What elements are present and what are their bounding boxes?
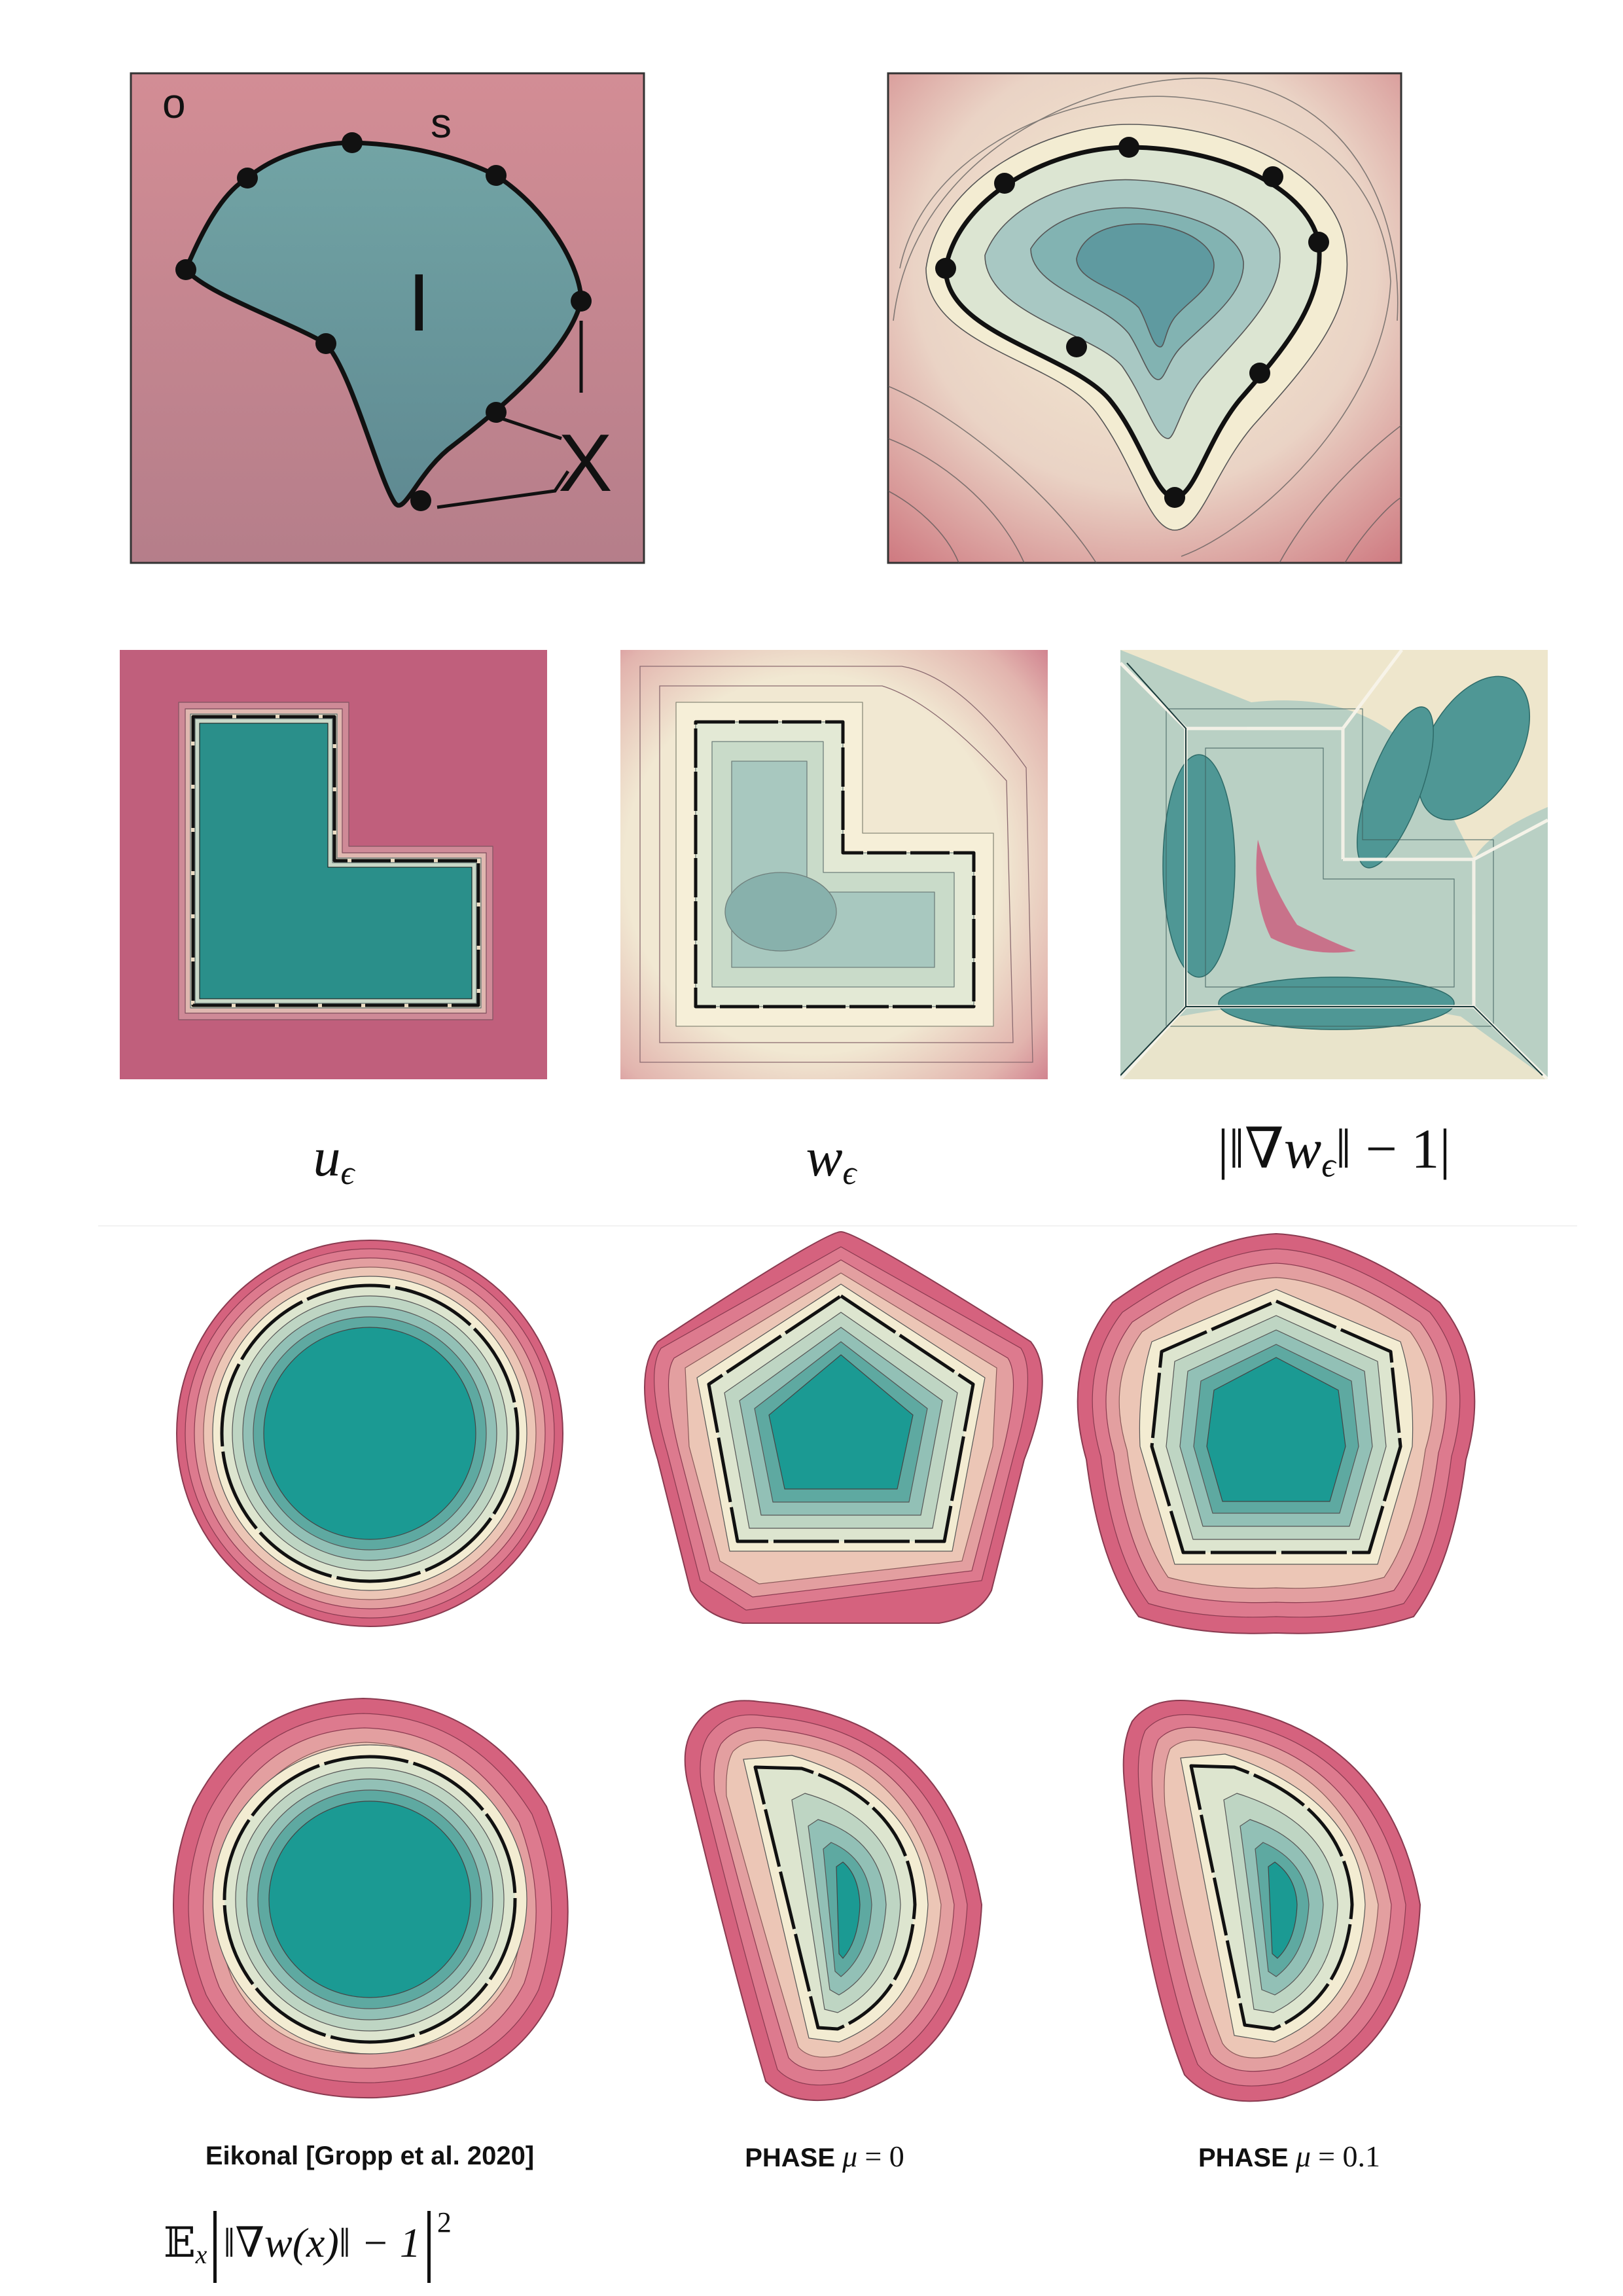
panel-eikonal-blob bbox=[167, 1689, 573, 2108]
expectation-symbol: 𝔼 bbox=[164, 2219, 196, 2266]
u-zero-level-set bbox=[191, 715, 480, 1007]
formula-body: ‖∇w(x)‖ − 1 bbox=[223, 2219, 421, 2266]
caption-phase-mu-01: PHASE μ = 0.1 bbox=[1198, 2140, 1381, 2173]
label-w-epsilon: wϵ bbox=[806, 1127, 857, 1193]
phase0-halfdisk-figure bbox=[684, 1700, 983, 2102]
gradient-teal-1 bbox=[1162, 754, 1236, 978]
outer-contours bbox=[887, 77, 1402, 564]
gradient-pink-spot bbox=[1256, 840, 1356, 953]
phase0-pentagon-figure bbox=[644, 1230, 1043, 1624]
gradient-cream-region bbox=[1120, 650, 1548, 859]
panel-w-epsilon bbox=[620, 650, 1048, 1079]
caption-phase-mu-0: PHASE μ = 0 bbox=[745, 2140, 904, 2173]
w-level-2 bbox=[659, 685, 1014, 1043]
phase01-pentagon-figure bbox=[1077, 1232, 1476, 1634]
labeled-shape-figure: o s I X bbox=[130, 72, 645, 564]
gradient-dark-edges bbox=[1120, 662, 1543, 1076]
formula-power: 2 bbox=[437, 2206, 452, 2238]
panel-phase01-pentagon bbox=[1073, 1224, 1479, 1643]
sample-points bbox=[175, 132, 592, 511]
panel-eikonal-circle bbox=[160, 1224, 579, 1643]
eikonal-blob-figure bbox=[173, 1697, 569, 2099]
w-level-7 bbox=[724, 872, 837, 952]
u-interior bbox=[199, 723, 473, 999]
abs-bar-right bbox=[427, 2211, 431, 2284]
panel-distance-field bbox=[887, 72, 1402, 564]
panel-phase0-pentagon bbox=[638, 1224, 1044, 1643]
label-u-epsilon: uϵ bbox=[313, 1127, 355, 1193]
panel-gradient-error bbox=[1120, 650, 1548, 1079]
w-level-1 bbox=[639, 666, 1033, 1063]
gradient-error-figure bbox=[1120, 650, 1548, 1079]
panel-phase01-halfdisk bbox=[1106, 1689, 1433, 2108]
eikonal-circle-figure bbox=[176, 1240, 563, 1627]
panel-u-epsilon bbox=[120, 650, 547, 1079]
caption-eikonal: Eikonal [Gropp et al. 2020] bbox=[205, 2142, 535, 2170]
abs-bar-left bbox=[213, 2211, 217, 2284]
gradient-teal-4 bbox=[1357, 706, 1434, 869]
phase01-halfdisk-figure bbox=[1122, 1700, 1421, 2102]
label-surface: s bbox=[431, 99, 452, 147]
sample-points bbox=[935, 137, 1329, 508]
w-zero-level-set bbox=[694, 720, 976, 1009]
label-points: X bbox=[558, 418, 613, 509]
distance-field-figure bbox=[887, 72, 1402, 564]
label-pointers bbox=[437, 321, 583, 509]
gradient-teal-2 bbox=[1218, 977, 1455, 1030]
gradient-teal-3 bbox=[1417, 675, 1531, 821]
contour-band-5 bbox=[1076, 223, 1215, 348]
section-divider bbox=[98, 1225, 1577, 1227]
panel-labeled-shape: o s I X bbox=[130, 72, 645, 564]
label-outside: o bbox=[162, 80, 186, 127]
label-inside: I bbox=[408, 258, 430, 348]
u-epsilon-figure bbox=[120, 650, 547, 1079]
w-epsilon-figure bbox=[620, 650, 1048, 1079]
label-gradient-error: |‖∇wϵ‖ − 1| bbox=[1217, 1117, 1451, 1185]
gradient-cream-region-2 bbox=[1120, 1003, 1548, 1079]
panel-phase0-halfdisk bbox=[674, 1689, 1001, 2108]
